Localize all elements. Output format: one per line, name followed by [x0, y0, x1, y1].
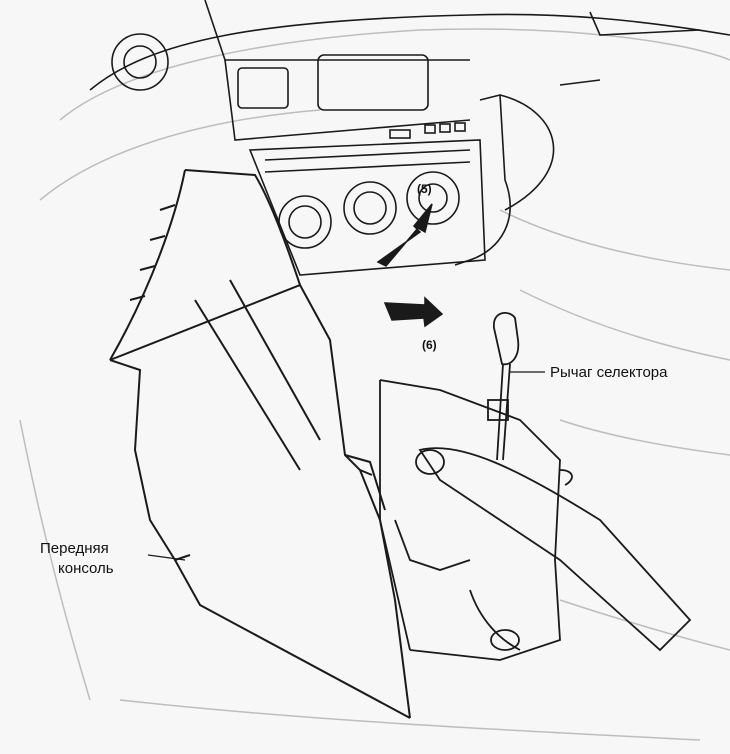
callout-step5: (5) [417, 182, 432, 196]
gear-selector-assembly [379, 379, 692, 661]
leader-lines [147, 371, 545, 561]
label-front-console-line2: консоль [58, 560, 114, 577]
arrow-step6-icon [383, 296, 444, 328]
label-selector-lever: Рычаг селектора [550, 364, 668, 381]
removal-arrows [376, 203, 444, 328]
leader-front-console [147, 554, 186, 561]
dashboard-background [19, 28, 730, 741]
front-console-shell [109, 169, 411, 719]
arrow-step5-icon [376, 203, 433, 267]
callout-step6: (6) [422, 338, 437, 352]
dashboard-center-panel [89, 0, 730, 276]
selector-lever [487, 312, 520, 461]
label-front-console-line1: Передняя [40, 540, 109, 557]
